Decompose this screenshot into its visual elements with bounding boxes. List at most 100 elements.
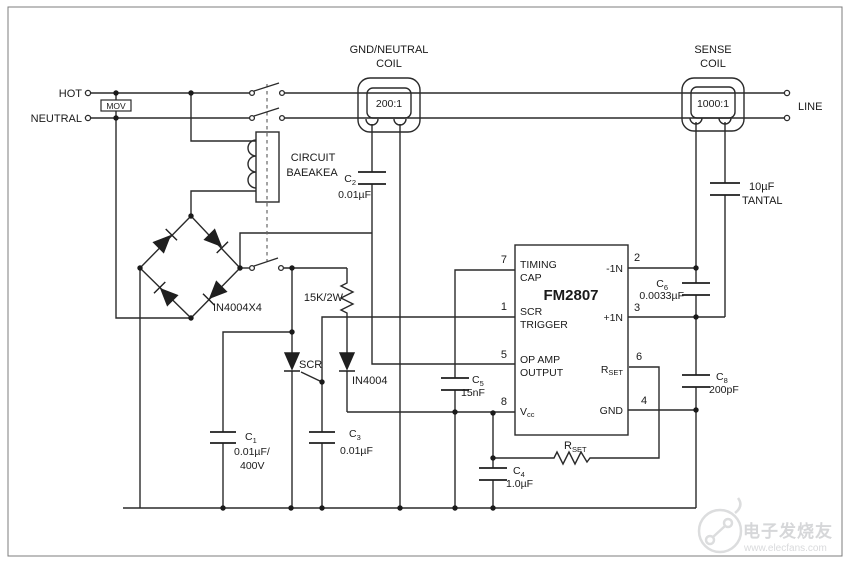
sense-coil-title2: COIL: [700, 58, 726, 70]
r15k-label: 15K/2W: [304, 292, 344, 304]
scr-symbol: [283, 352, 301, 372]
rset-wire: [493, 366, 660, 466]
in4004-diode-symbol: [338, 352, 356, 372]
pin7-label2: CAP: [520, 272, 542, 284]
pin2-number: 2: [634, 252, 640, 264]
pin5-label2: OUTPUT: [520, 367, 564, 379]
capacitor-c6: [682, 282, 710, 296]
bridge-diode-top-left: [152, 228, 178, 254]
mov: MOV: [100, 99, 132, 112]
gnd-neutral-coil-title2: COIL: [376, 58, 402, 70]
coil-winding: [365, 118, 407, 126]
pin2-label: -1N: [606, 263, 623, 275]
tantal-value: 10µF: [749, 181, 775, 193]
ic-name: FM2807: [543, 287, 598, 304]
breaker-label: CIRCUIT: [291, 152, 336, 164]
switch-dc-blade: [253, 257, 279, 267]
breaker-winding: [247, 139, 257, 189]
capacitor-c4: [479, 467, 507, 481]
c1-voltage: 400V: [240, 460, 265, 472]
sense-coil: [681, 77, 745, 132]
switches: [248, 82, 286, 272]
mov-box: [100, 99, 132, 112]
gnd-neutral-coil-title: GND/NEUTRAL: [350, 44, 429, 56]
line-label: LINE: [798, 101, 822, 113]
c8-ref: C8: [716, 371, 728, 385]
pin4-label: GND: [600, 405, 624, 417]
c3-value: 0.01µF: [340, 445, 373, 457]
in4004-label: IN4004: [352, 375, 387, 387]
line-terminal-top: [783, 89, 791, 97]
capacitor-c8: [682, 374, 710, 388]
coil-winding: [689, 117, 732, 125]
ic-body: [514, 244, 629, 436]
junction-dots: [113, 90, 699, 511]
capacitor-tantal: [710, 182, 740, 196]
breaker-to-bridge-wire: [190, 190, 256, 216]
pin6-label: RSET: [601, 364, 624, 377]
c6-value: 0.0033µF: [639, 290, 684, 302]
neutral-to-bridge-wire: [115, 118, 191, 319]
sense-coil-ratio: 1000:1: [697, 98, 729, 110]
c8-value: 200pF: [709, 384, 739, 396]
bridge-pos-up-wire: [239, 232, 372, 268]
breaker-box: [255, 131, 280, 203]
r15k-wire: [339, 268, 355, 353]
c5-value: 15nF: [461, 387, 485, 399]
capacitor-plates: [210, 171, 740, 481]
pin4-gnd-wire: [628, 409, 697, 508]
coil-outer-box: [357, 77, 421, 133]
coil-inner-box: [366, 87, 412, 119]
pin1-label2: TRIGGER: [520, 319, 568, 331]
elecfans-logo-icon: [697, 497, 743, 554]
capacitor-c1: [210, 431, 236, 444]
pin7-number: 7: [501, 254, 507, 266]
ic-pin-labels: TIMING CAP SCR TRIGGER OP AMP OUTPUT Vcc…: [520, 259, 623, 419]
coil-outer-box: [681, 77, 745, 132]
mov-label: MOV: [106, 101, 126, 111]
c2-pin5-wire: [371, 124, 515, 365]
pin7-label: TIMING: [520, 259, 557, 271]
vcc-wire: [346, 371, 515, 413]
wires: [88, 92, 787, 509]
open-terminals: [84, 89, 791, 122]
pin1-label: SCR: [520, 306, 543, 318]
pin1-c3-wire: [321, 316, 515, 508]
pin5-label: OP AMP: [520, 354, 560, 366]
c5-ref: C5: [472, 374, 484, 388]
c4-value: 1.0µF: [506, 478, 533, 490]
labels: HOT NEUTRAL LINE GND/NEUTRAL COIL 200:1 …: [31, 44, 823, 490]
neutral-label: NEUTRAL: [31, 113, 82, 125]
hot-terminal: [84, 89, 92, 97]
c1-ref: C1: [245, 431, 257, 445]
pin1-number: 1: [501, 301, 507, 313]
c4-ref: C4: [513, 465, 525, 479]
pin8-number: 8: [501, 396, 507, 408]
capacitor-c2: [358, 171, 386, 185]
ic-pin-numbers: 7 1 5 8 2 3 6 4: [501, 252, 647, 408]
coil-inner-box: [690, 86, 736, 119]
hot-to-breaker-wire: [190, 93, 256, 142]
c2-value: 0.01µF: [338, 189, 371, 201]
pin8-label: Vcc: [520, 406, 535, 419]
circuit-breaker: [247, 131, 280, 203]
switch-neutral-blade: [253, 107, 280, 117]
gnd-neutral-coil-ratio: 200:1: [376, 98, 402, 110]
scr-gate-wire: [300, 371, 323, 383]
pin3-number: 3: [634, 302, 640, 314]
capacitor-c5: [441, 377, 469, 391]
c1-value: 0.01µF/: [234, 446, 270, 458]
page-border: [7, 6, 843, 557]
watermark-url-text: www.elecfans.com: [743, 543, 827, 554]
c6-ref: C6: [656, 278, 668, 292]
hot-label: HOT: [59, 88, 83, 100]
bridge-label: IN4004X4: [213, 302, 262, 314]
pin4-number: 4: [641, 395, 647, 407]
line-terminal-bottom: [783, 114, 791, 122]
sense-coil-title: SENSE: [694, 44, 731, 56]
rset-label: RSET: [564, 440, 587, 454]
pin5-number: 5: [501, 349, 507, 361]
pin6-number: 6: [636, 351, 642, 363]
